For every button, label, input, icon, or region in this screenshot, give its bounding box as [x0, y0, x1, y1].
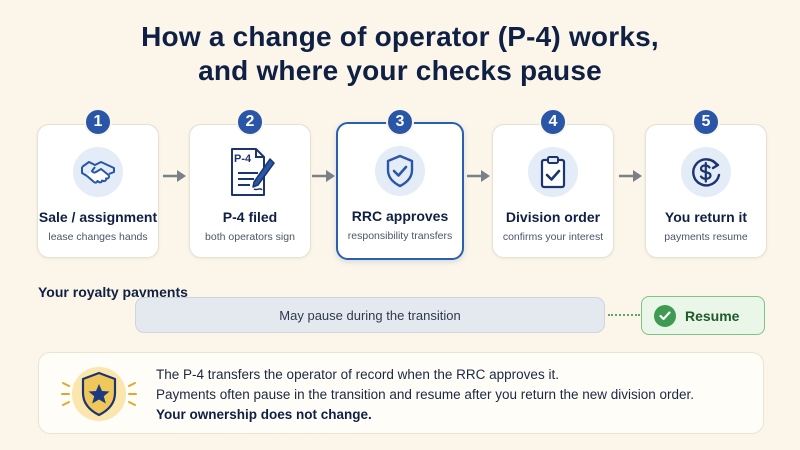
pause-bar: May pause during the transition [135, 297, 605, 333]
pause-bar-text: May pause during the transition [279, 307, 461, 323]
process-steps: 1 Sale / assignment lease changes hands … [37, 108, 767, 260]
step-3-badge: 3 [386, 108, 414, 136]
step-4-title: Division order [505, 209, 601, 225]
step-4-card: Division order confirms your interest [492, 124, 614, 258]
handshake-icon [73, 147, 123, 197]
info-line-1: The P-4 transfers the operator of record… [156, 367, 559, 382]
info-text: The P-4 transfers the operator of record… [156, 365, 756, 425]
step-2-subtitle: both operators sign [205, 231, 295, 243]
info-line-3: Your ownership does not change. [156, 407, 372, 422]
shield-check-icon [375, 146, 425, 196]
page-title: How a change of operator (P-4) works, an… [0, 20, 800, 88]
step-5-card: You return it payments resume [645, 124, 767, 258]
arrow-right-icon [312, 170, 335, 182]
step-2-card: P-4 P-4 filed both operators sign [189, 124, 311, 258]
arrow-right-icon [467, 170, 490, 182]
royalty-payments-label: Your royalty payments [38, 284, 188, 300]
title-line-1: How a change of operator (P-4) works, [141, 21, 659, 52]
info-line-2: Payments often pause in the transition a… [156, 387, 695, 402]
step-4-badge: 4 [539, 108, 567, 136]
shield-star-icon [61, 367, 137, 421]
resume-label: Resume [685, 307, 740, 324]
step-3-title: RRC approves [351, 208, 449, 224]
resume-badge: Resume [641, 296, 765, 335]
step-5-subtitle: payments resume [664, 231, 748, 243]
step-3-card: RRC approves responsibility transfers [336, 122, 464, 260]
step-4-subtitle: confirms your interest [502, 231, 604, 243]
p4-form-label: P-4 [234, 153, 252, 165]
dotted-connector [608, 314, 640, 316]
step-1-title: Sale / assignment [38, 209, 158, 225]
arrow-right-icon [619, 170, 642, 182]
step-1-card: Sale / assignment lease changes hands [37, 124, 159, 258]
step-1-subtitle: lease changes hands [48, 231, 148, 243]
clipboard-check-icon [528, 147, 578, 197]
step-1-badge: 1 [84, 108, 112, 136]
step-2-badge: 2 [236, 108, 264, 136]
step-3-subtitle: responsibility transfers [347, 230, 453, 242]
dollar-cycle-icon [681, 147, 731, 197]
title-line-2: and where your checks pause [198, 55, 602, 86]
step-5-title: You return it [664, 209, 748, 225]
check-circle-icon [654, 304, 676, 327]
step-5-badge: 5 [692, 108, 720, 136]
p4-form-icon: P-4 [222, 145, 278, 199]
arrow-right-icon [163, 170, 186, 182]
info-box: The P-4 transfers the operator of record… [38, 352, 764, 434]
step-2-title: P-4 filed [222, 209, 278, 225]
